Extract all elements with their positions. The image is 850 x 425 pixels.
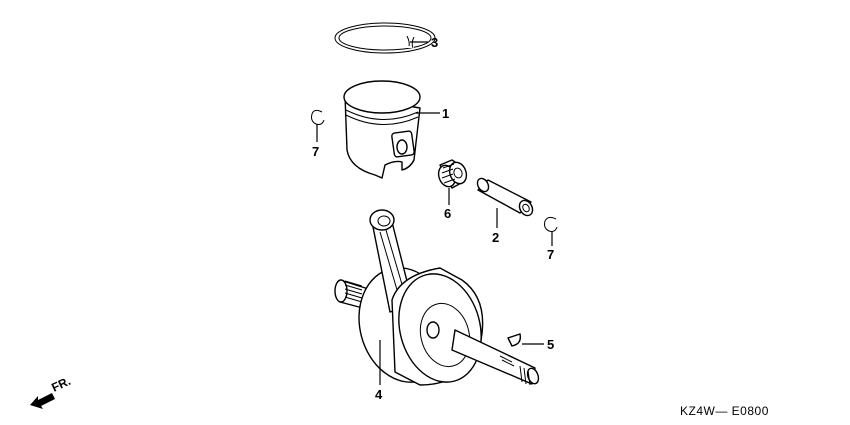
callout-7-left: 7 [312, 144, 319, 159]
front-direction-label: FR. [49, 374, 72, 395]
callout-5: 5 [547, 337, 554, 352]
woodruff-key-part[interactable] [507, 333, 522, 347]
front-arrow-icon [30, 393, 55, 409]
crankshaft-part[interactable] [334, 209, 540, 393]
callout-3: 3 [431, 35, 438, 50]
diagram-code: KZ4W— E0800 [680, 404, 769, 418]
clip-left-part[interactable] [311, 109, 325, 125]
clip-right-part[interactable] [544, 216, 558, 232]
callout-6: 6 [444, 206, 451, 221]
callout-1: 1 [442, 106, 449, 121]
piston-ring-part[interactable] [334, 22, 436, 54]
callout-2: 2 [492, 230, 499, 245]
piston-pin-part[interactable] [475, 176, 535, 217]
callout-7-right: 7 [547, 247, 554, 262]
piston-part[interactable] [343, 80, 421, 179]
callout-4: 4 [375, 387, 383, 402]
needle-bearing-part[interactable] [436, 159, 470, 189]
